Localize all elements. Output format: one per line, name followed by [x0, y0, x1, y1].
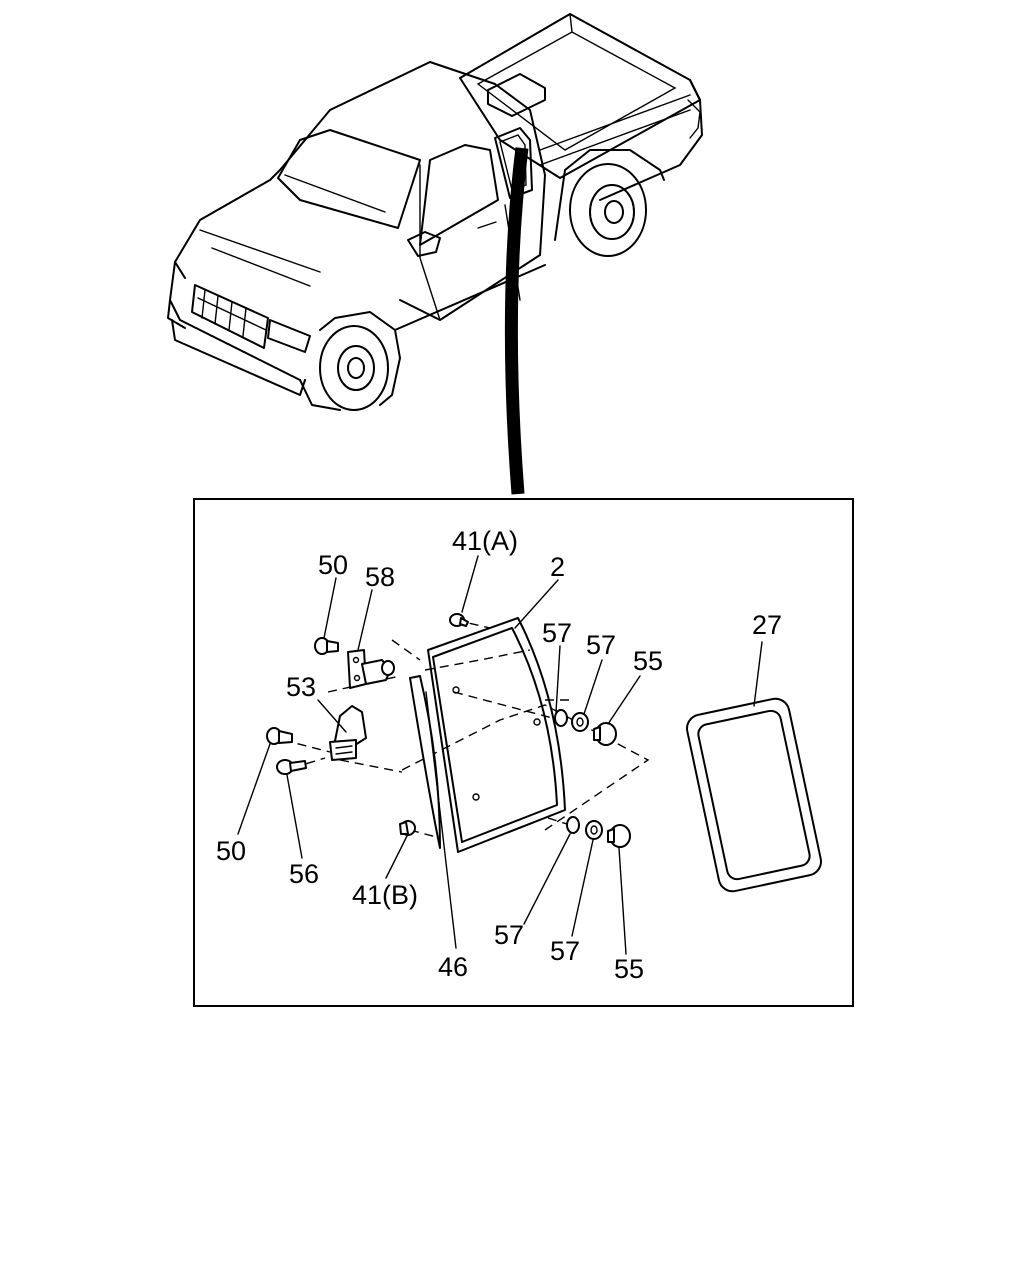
callout-46: 46 — [438, 952, 468, 982]
fasteners — [266, 613, 631, 848]
callout-41b: 41(B) — [352, 880, 418, 910]
leader-to-detail — [504, 147, 529, 495]
callout-56: 56 — [289, 859, 319, 889]
pickup-truck-illustration — [167, 13, 703, 411]
callout-2: 2 — [550, 552, 565, 582]
callout-55-lower: 55 — [614, 954, 644, 984]
callout-41a: 41(A) — [452, 526, 518, 556]
callout-57-lower-right: 57 — [550, 936, 580, 966]
callout-27: 27 — [752, 610, 782, 640]
callout-57-upper-right: 57 — [586, 630, 616, 660]
latch-bracket — [329, 705, 367, 761]
hinge-bracket — [347, 649, 395, 689]
leader-lines — [237, 555, 763, 955]
callout-53: 53 — [286, 672, 316, 702]
detail-frame — [193, 498, 854, 1007]
callout-57-lower-left: 57 — [494, 920, 524, 950]
callout-57-upper-left: 57 — [542, 618, 572, 648]
callout-55-upper: 55 — [633, 646, 663, 676]
callout-50-top: 50 — [318, 550, 348, 580]
callout-58: 58 — [365, 562, 395, 592]
callout-50-lower: 50 — [216, 836, 246, 866]
callout-labels: 41(A) 2 50 58 57 57 55 27 53 50 56 41(B)… — [216, 526, 782, 984]
side-window-glass — [427, 617, 566, 853]
weatherstrip-seal — [686, 697, 822, 893]
